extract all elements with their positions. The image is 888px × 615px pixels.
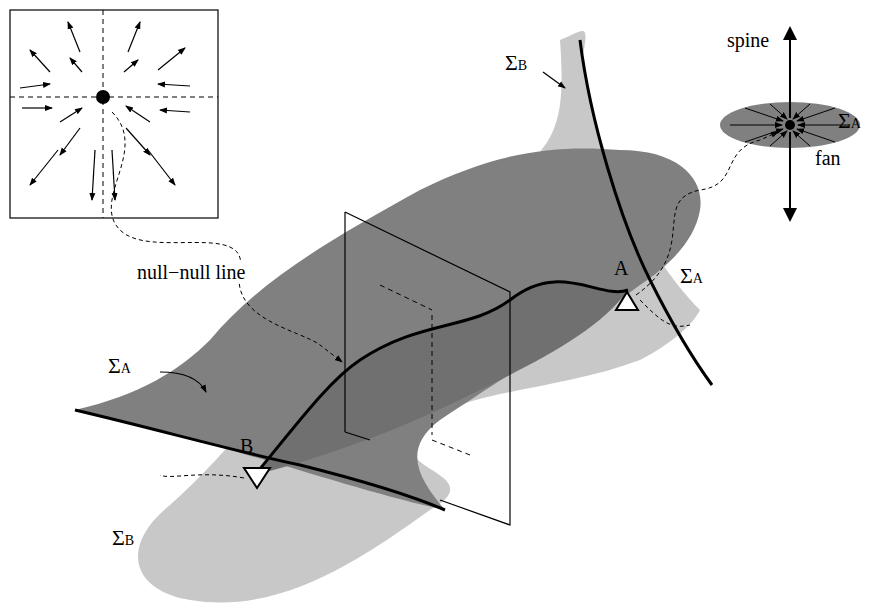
axis-label: fan bbox=[815, 148, 841, 168]
line-label: null−null line bbox=[135, 262, 248, 282]
surface-label: ΣB bbox=[112, 527, 134, 549]
surface-label: ΣA bbox=[838, 110, 861, 132]
null-label: A bbox=[614, 258, 628, 278]
surface-label: ΣB bbox=[505, 52, 527, 74]
null-label: B bbox=[240, 436, 253, 456]
axis-label: spine bbox=[727, 30, 769, 50]
surface-label: ΣA bbox=[680, 265, 703, 287]
surface-label: ΣA bbox=[108, 355, 131, 377]
